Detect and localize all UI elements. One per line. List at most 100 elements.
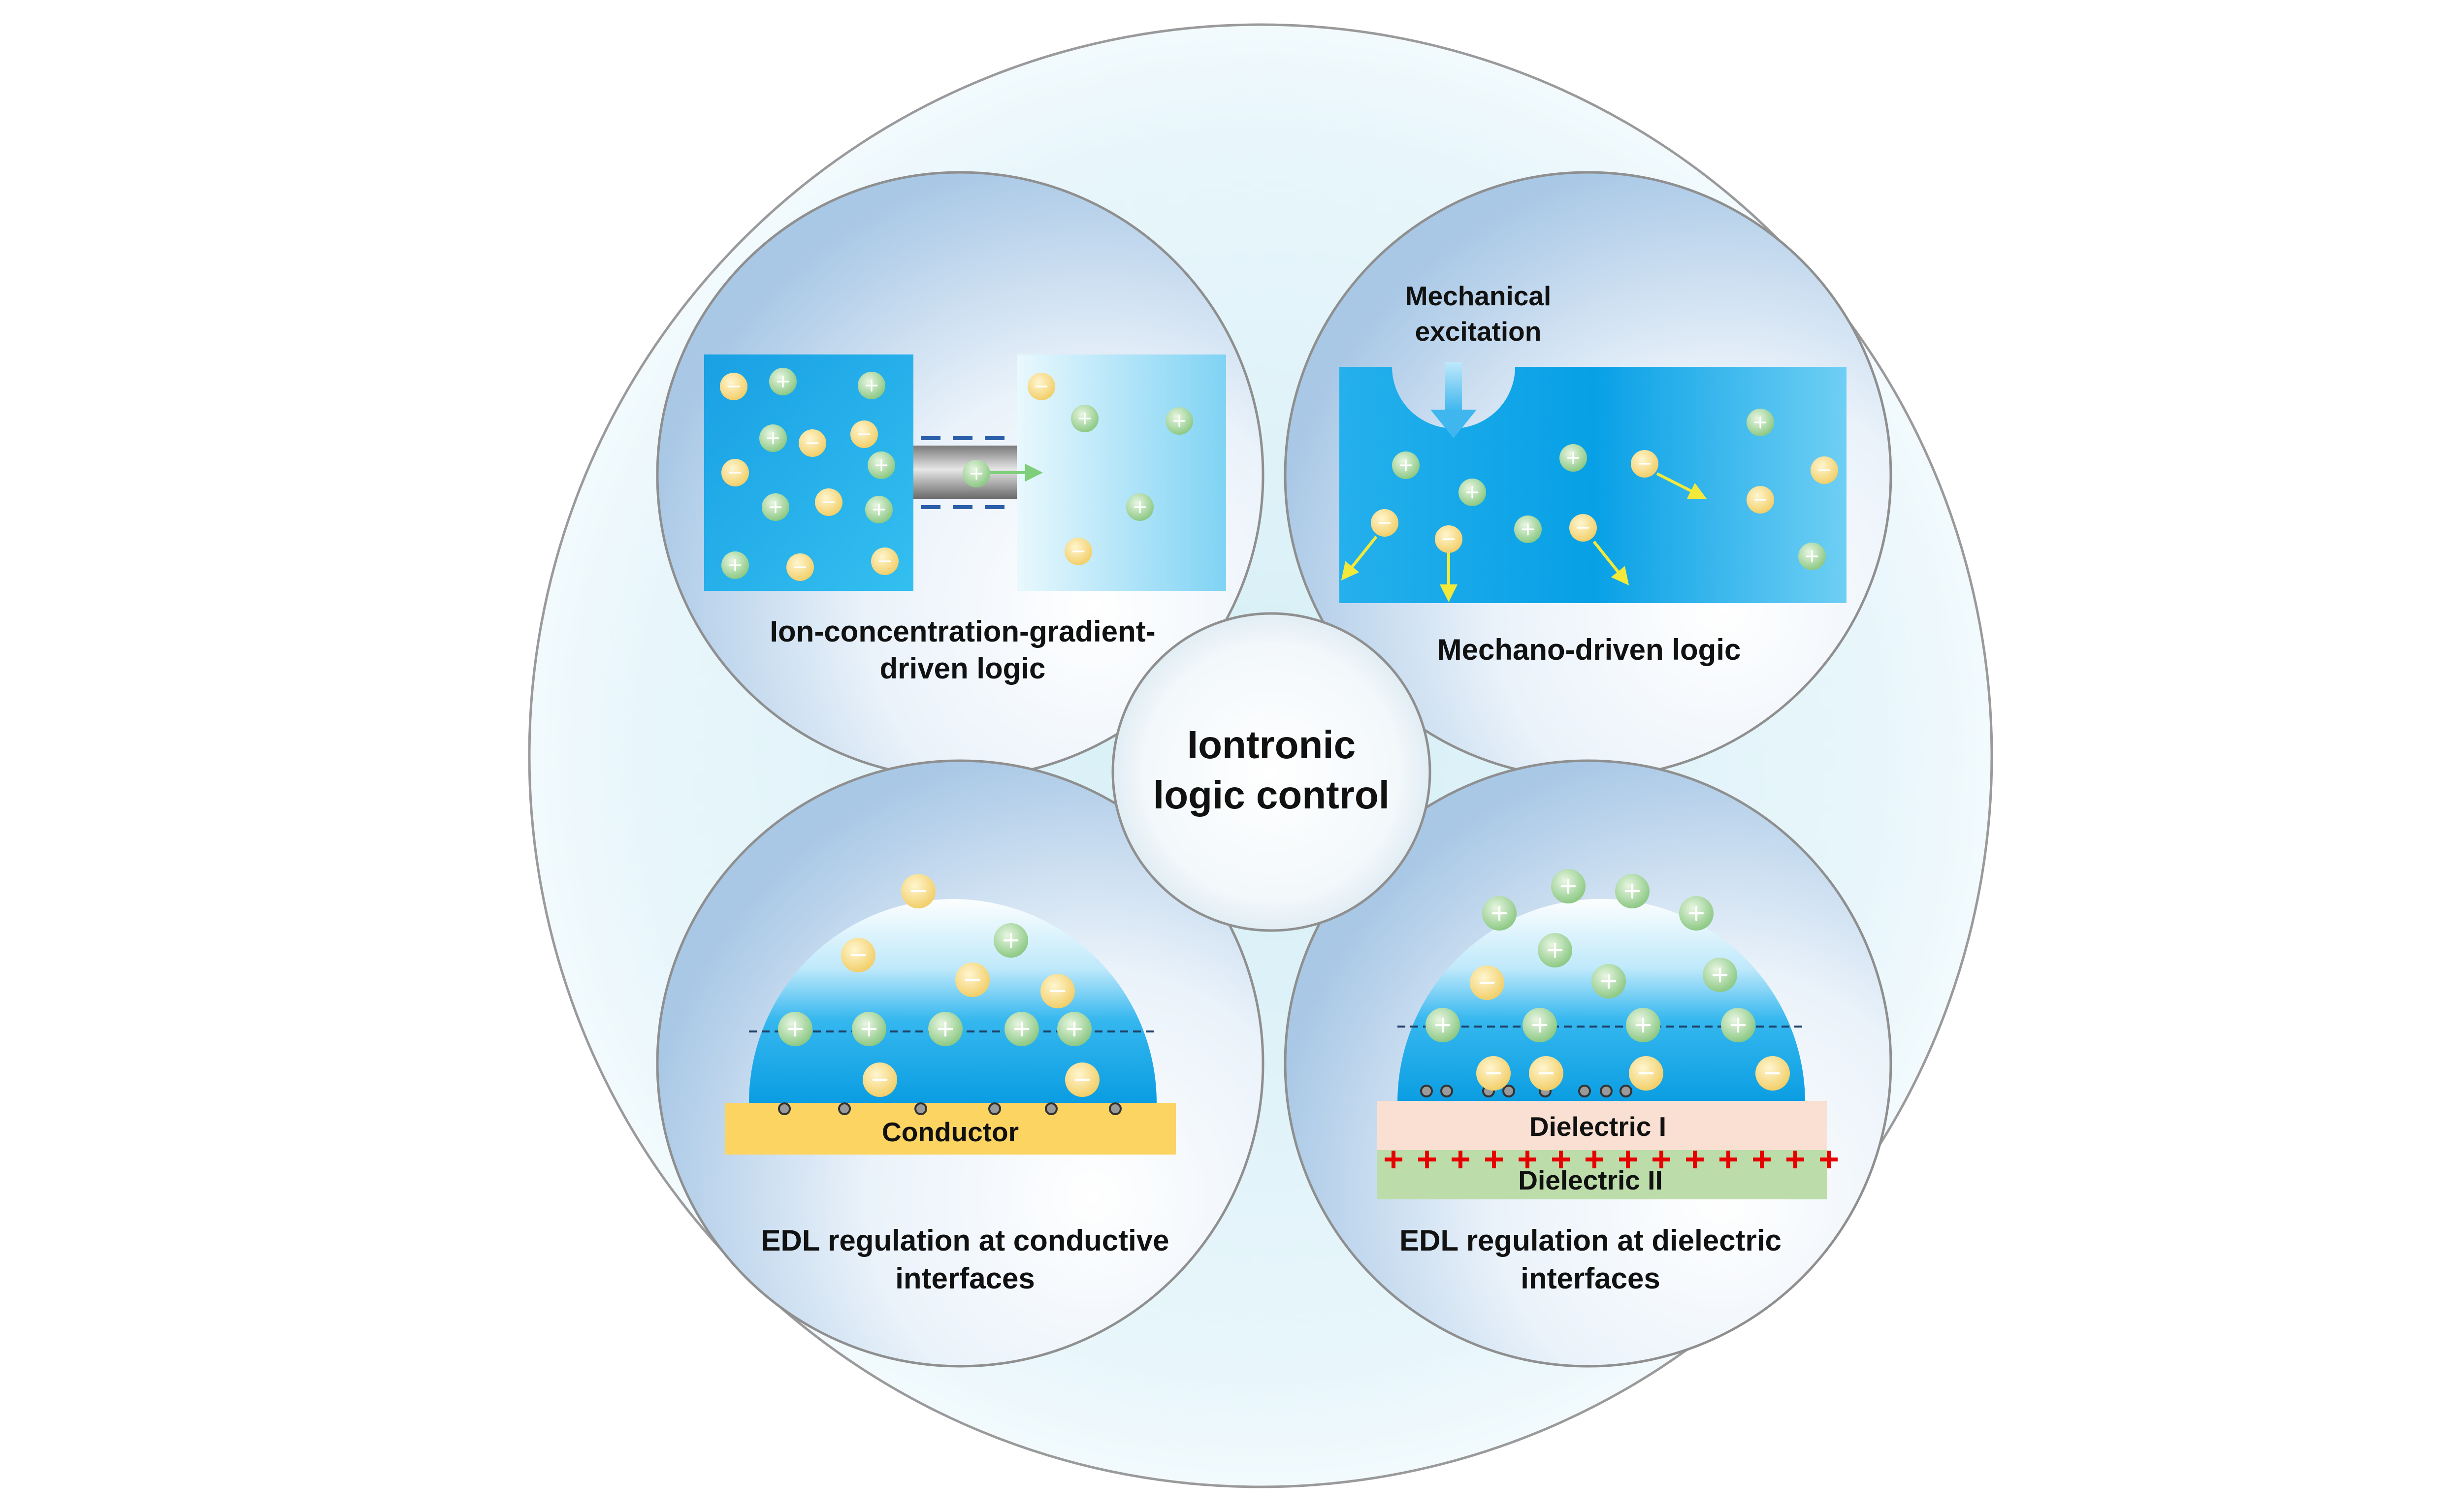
anion xyxy=(1065,538,1092,565)
channel-surface-charges xyxy=(921,436,1004,509)
cation xyxy=(858,372,885,399)
cation xyxy=(1538,933,1572,967)
cation xyxy=(1392,451,1420,479)
electron xyxy=(1045,1102,1058,1115)
electron xyxy=(1502,1085,1515,1097)
anion xyxy=(1747,486,1774,514)
anion xyxy=(871,547,899,575)
cation xyxy=(1071,405,1099,432)
electron xyxy=(988,1102,1001,1115)
dielectric-caption-line1: EDL regulation at dielectric xyxy=(1399,1224,1782,1257)
dielectric-caption-line2: interfaces xyxy=(1521,1262,1660,1295)
positive-charge xyxy=(1619,1151,1637,1168)
cation xyxy=(721,551,749,579)
anion xyxy=(1040,974,1075,1008)
anion xyxy=(863,1062,897,1097)
cation xyxy=(1626,1008,1660,1042)
cation xyxy=(1523,1008,1557,1042)
anion xyxy=(850,420,878,448)
cation xyxy=(1551,869,1586,903)
mechanical-excitation-label-line1: Mechanical xyxy=(1405,281,1552,311)
cation xyxy=(928,1012,963,1046)
cation xyxy=(963,460,990,487)
cation xyxy=(852,1012,886,1046)
cation xyxy=(865,496,893,523)
anion xyxy=(1755,1056,1790,1091)
panel-mechano: Mechanical excitation Mechano-driven log… xyxy=(1284,171,1892,779)
cation xyxy=(1126,493,1154,521)
cation xyxy=(1004,1012,1039,1046)
anion xyxy=(1569,514,1597,542)
mechanical-excitation-label-line2: excitation xyxy=(1415,316,1542,347)
electron xyxy=(1620,1085,1632,1097)
conductor-label: Conductor xyxy=(882,1117,1019,1147)
electron xyxy=(1600,1085,1613,1097)
cation xyxy=(1559,444,1587,472)
positive-charge xyxy=(1519,1151,1536,1168)
panel-dielectric: Dielectric I Dielectric II EDL regulatio… xyxy=(1284,759,1892,1368)
mechanical-press-arrow-head xyxy=(1430,410,1477,438)
positive-charge xyxy=(1719,1151,1737,1168)
anion xyxy=(1371,509,1398,537)
dielectric-1-label: Dielectric I xyxy=(1529,1111,1666,1142)
positive-charge xyxy=(1753,1151,1771,1168)
anion xyxy=(1811,456,1838,484)
ion-gradient-caption-line2: driven logic xyxy=(880,652,1046,685)
deformed-liquid-body xyxy=(1339,367,1846,603)
electron xyxy=(1109,1102,1122,1115)
center-title-line1: Iontronic xyxy=(1187,723,1356,767)
anion xyxy=(786,553,814,581)
cation xyxy=(762,493,789,521)
cation xyxy=(769,368,797,395)
electron xyxy=(1440,1085,1453,1097)
positive-charge xyxy=(1652,1151,1670,1168)
positive-charge xyxy=(1820,1151,1838,1168)
ion-motion-arrows xyxy=(1341,472,1707,602)
cation xyxy=(1679,896,1714,931)
anion xyxy=(1065,1062,1100,1097)
electron xyxy=(1420,1085,1433,1097)
anion xyxy=(1435,525,1462,553)
electron xyxy=(914,1102,927,1115)
positive-charge xyxy=(1485,1151,1503,1168)
anion xyxy=(1631,450,1658,478)
anion xyxy=(720,373,747,400)
conductive-caption-line2: interfaces xyxy=(895,1262,1035,1295)
anion xyxy=(1470,965,1504,1000)
cation xyxy=(994,923,1028,958)
positive-charge xyxy=(1586,1151,1603,1168)
anion xyxy=(1476,1056,1511,1091)
cation xyxy=(778,1012,812,1046)
conductive-caption-line1: EDL regulation at conductive xyxy=(761,1224,1169,1257)
electron xyxy=(1578,1085,1591,1097)
cation xyxy=(868,451,895,479)
cation xyxy=(1458,479,1486,506)
cation xyxy=(1425,1008,1460,1042)
positive-charge xyxy=(1552,1151,1570,1168)
positive-charge xyxy=(1786,1151,1804,1168)
conductor-electrode xyxy=(725,1103,1176,1155)
anion xyxy=(721,459,749,486)
electron xyxy=(778,1102,791,1115)
cation xyxy=(1057,1012,1092,1046)
mechanical-press-arrow-shaft xyxy=(1445,362,1462,411)
anion xyxy=(815,488,842,516)
mechano-caption: Mechano-driven logic xyxy=(1437,633,1741,666)
dielectric-2-label: Dielectric II xyxy=(1518,1165,1662,1195)
center-title-line2: logic control xyxy=(1153,773,1390,817)
cation xyxy=(1747,409,1774,436)
anion xyxy=(1629,1056,1663,1091)
cation xyxy=(1615,874,1650,908)
cation xyxy=(759,424,787,452)
anion xyxy=(841,938,875,972)
positive-charge xyxy=(1452,1151,1469,1168)
positive-charge xyxy=(1418,1151,1436,1168)
cation xyxy=(1166,407,1193,435)
center-hub: Iontronic logic control xyxy=(1111,612,1431,932)
panel-ion-gradient: Ion-concentration-gradient- driven logic xyxy=(656,171,1264,779)
positive-charge-row xyxy=(1385,1151,1838,1168)
cation xyxy=(1721,1008,1755,1042)
cation xyxy=(1798,543,1826,570)
cation xyxy=(1514,515,1542,543)
positive-charge xyxy=(1686,1151,1704,1168)
